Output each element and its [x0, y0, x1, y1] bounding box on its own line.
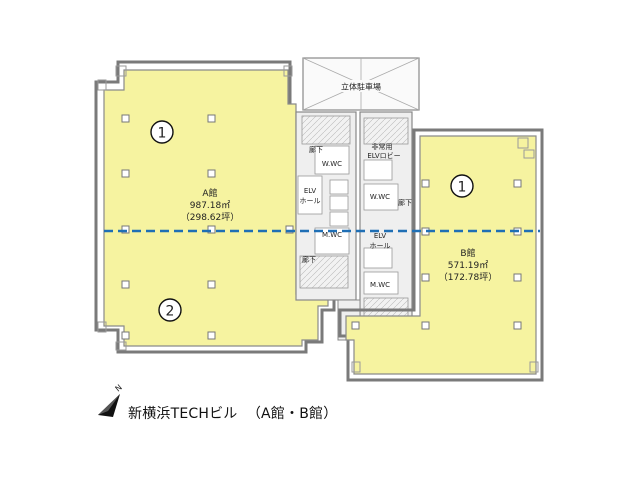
b-zone-1-number: 1 — [458, 180, 467, 196]
b-wing: 1 B館 571.19㎡ （172.78坪） — [338, 128, 544, 382]
b-zone-1-marker — [450, 174, 474, 198]
parking-structure: 立体駐車場 — [302, 57, 420, 111]
elv-hall-label-b-line2: ホール — [370, 242, 391, 250]
a-wing: 1 2 A館 987.18㎡ （298.62坪） — [94, 60, 336, 354]
corridor-label-top: 廊下 — [309, 145, 323, 154]
men-wc-label-b: M.WC — [370, 281, 390, 289]
corridor-label-mid: 廊下 — [302, 255, 316, 264]
core-area: 廊下 W.WC ELV ホール M.WC 廊下 非常用 ELVロビー W.WC … — [295, 111, 413, 341]
women-wc-label-a: W.WC — [322, 160, 342, 168]
north-label: N — [114, 383, 124, 394]
a-zone-2-number: 2 — [166, 304, 175, 320]
b-wing-area-tsubo: （172.78坪） — [439, 272, 498, 283]
emergency-lobby-line2: ELVロビー — [367, 151, 400, 160]
a-wing-area-sqm: 987.18㎡ — [190, 200, 231, 211]
building-scope: （A館・B館） — [246, 406, 338, 422]
elv-hall-label-a-line1: ELV — [304, 187, 317, 195]
building-name: 新横浜TECHビル — [128, 406, 238, 422]
emergency-lobby-line1: 非常用 — [372, 142, 393, 151]
women-wc-label-b: W.WC — [370, 193, 390, 201]
men-wc-label-a: M.WC — [322, 231, 342, 239]
b-wing-tenant-area — [345, 135, 537, 375]
corridor-label-b: 廊下 — [398, 198, 412, 207]
a-wing-name: A館 — [202, 187, 217, 199]
a-zone-1-marker — [150, 120, 174, 144]
parking-label: 立体駐車場 — [341, 82, 381, 92]
a-wing-area-tsubo: （298.62坪） — [181, 212, 240, 223]
a-zone-1-number: 1 — [158, 126, 167, 142]
b-wing-area-sqm: 571.19㎡ — [448, 260, 489, 271]
b-wing-name: B館 — [460, 247, 475, 259]
north-arrow-icon: N — [98, 383, 124, 417]
a-zone-2-marker — [158, 298, 182, 322]
elv-hall-label-b-line1: ELV — [374, 232, 387, 240]
plan-caption: 新横浜TECHビル （A館・B館） — [128, 403, 337, 423]
elv-hall-label-a-line2: ホール — [300, 197, 321, 205]
